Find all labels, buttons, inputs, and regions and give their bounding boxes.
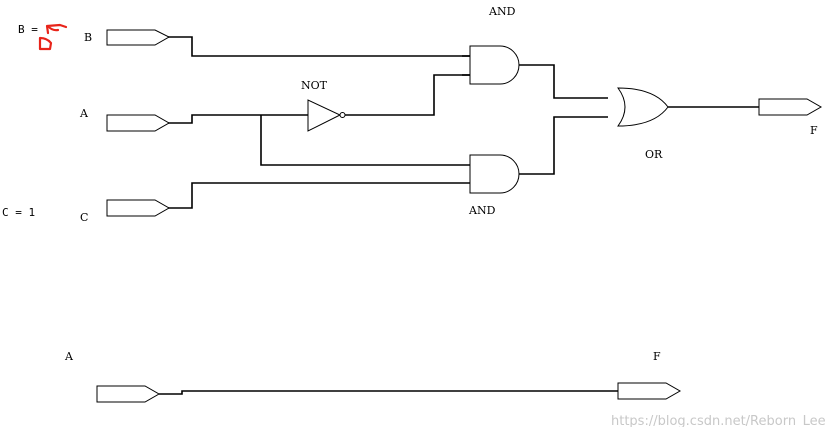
input-port-c[interactable] [106, 199, 171, 217]
wire-and-bottom-to-or [519, 116, 608, 175]
wires [168, 36, 759, 209]
handwritten-zero-mark [38, 23, 68, 51]
gate-label-and-top: AND [488, 5, 516, 18]
wire-not-to-and-top [345, 74, 470, 116]
simplified-output-port-f[interactable] [617, 382, 682, 400]
input-port-a[interactable] [106, 114, 171, 132]
or-gate[interactable] [617, 87, 669, 127]
not-gate[interactable] [307, 99, 342, 132]
wire-a-to-not [168, 114, 308, 124]
annotation-c-value: C = 1 [2, 206, 35, 219]
simplified-input-label-a: A [64, 350, 74, 363]
output-port-f[interactable] [758, 98, 823, 116]
wire-and-top-to-or [519, 64, 608, 99]
gate-label-not: NOT [301, 79, 328, 92]
output-label-f: F [810, 124, 818, 137]
annotation-b-value: B = [18, 23, 38, 36]
wire-a-to-and-bottom [260, 115, 470, 166]
gate-label-or: OR [645, 148, 663, 161]
gate-label-and-bottom: AND [468, 204, 496, 217]
wire-c-to-and-bottom [168, 182, 470, 209]
and-gate-top[interactable] [469, 45, 520, 85]
wire-b-to-and-top [168, 36, 470, 57]
watermark-url: https://blog.csdn.net/Reborn_Lee [611, 414, 826, 427]
input-label-b: B [84, 31, 92, 44]
input-label-c: C [80, 211, 88, 224]
input-label-a: A [79, 107, 89, 120]
simplified-wire-a-to-f [159, 390, 618, 395]
and-gate-bottom[interactable] [469, 154, 520, 194]
input-port-b[interactable] [106, 29, 171, 46]
not-gate-bubble [339, 112, 346, 118]
simplified-input-port-a[interactable] [96, 385, 161, 403]
simplified-circuit: A F [64, 350, 682, 403]
simplified-output-label-f: F [653, 350, 661, 363]
